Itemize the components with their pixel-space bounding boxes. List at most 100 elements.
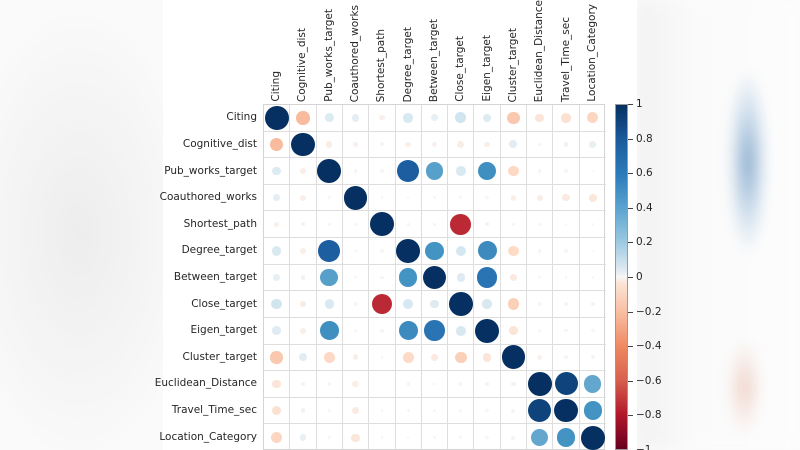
correlation-dot [554,398,578,423]
correlation-dot [299,167,307,175]
column-label-text: Degree_target [401,26,414,102]
heatmap-cell [369,238,396,265]
correlation-dot [538,276,541,279]
colorbar-tick-label: −0.8 [636,409,662,422]
heatmap-cell [264,344,291,372]
correlation-dot [564,329,568,333]
column-label-text: Citing [270,71,283,102]
heatmap-cell [396,424,422,450]
correlation-dot [509,326,518,336]
correlation-dot [425,162,444,180]
heatmap-cell [343,424,370,450]
heatmap-cell [369,158,396,185]
correlation-dot [352,380,359,388]
colorbar-tick-label: 0.4 [636,201,653,214]
column-label-shortest-path: Shortest_path [368,2,394,102]
heatmap-cell [553,211,580,239]
correlation-dot [455,325,466,336]
correlation-dot [433,409,436,412]
heatmap-cell [290,424,317,450]
correlation-dot [485,195,489,200]
correlation-dot [299,353,307,362]
heatmap-cell [474,397,501,425]
heatmap-cell [448,371,475,398]
correlation-dot [455,112,467,124]
heatmap-cell [448,238,475,265]
correlation-dot [353,329,358,333]
correlation-dot [354,223,357,226]
correlation-dot [538,329,542,333]
colorbar-tick-label: 0.2 [636,236,653,249]
background-blur-left [0,0,163,450]
heatmap-cell [264,158,291,185]
correlation-dot [379,115,385,121]
correlation-dot [554,372,578,396]
correlation-dot [459,382,463,386]
colorbar-tick-mark [628,346,633,348]
heatmap-cell [579,185,606,212]
heatmap-cell [501,424,528,450]
heatmap-cell [421,317,449,345]
heatmap-cell [316,291,343,318]
heatmap-cell [369,371,396,398]
heatmap-cell [448,344,475,372]
correlation-dot [354,276,357,279]
heatmap-cell [342,291,370,318]
heatmap-cell [579,318,606,345]
heatmap-cell [264,238,291,265]
heatmap-cell [448,264,475,292]
heatmap-cell [316,184,343,212]
correlation-dot [422,265,447,290]
correlation-dot [482,353,492,362]
heatmap-cell [395,317,422,345]
column-label-text: Eigen_target [480,35,493,102]
heatmap-cell [369,291,396,318]
correlation-dot [354,249,357,253]
heatmap-cell [448,211,475,239]
correlation-dot [430,353,439,362]
heatmap-cell [290,397,317,425]
correlation-dot [380,436,384,439]
heatmap-cell [342,371,370,398]
column-label-cluster-target: Cluster_target [500,2,526,102]
row-label-shortest-path: Shortest_path [183,217,257,230]
heatmap-cell [395,211,422,239]
correlation-dot [588,193,597,202]
heatmap-cell [264,291,291,318]
heatmap-cell [316,317,343,345]
correlation-dot [264,105,289,130]
correlation-dot [398,268,418,287]
heatmap-cell [290,211,317,239]
correlation-dot [459,195,463,200]
heatmap-cell [580,424,606,450]
correlation-dot [432,142,437,147]
correlation-dot [538,302,542,306]
correlation-dot [326,141,333,148]
correlation-dot [455,245,466,256]
heatmap-cell [264,184,291,212]
column-label-text: Euclidean_Distance [533,0,546,102]
heatmap-cell [264,131,291,159]
heatmap-cell [500,291,528,318]
correlation-dot [406,436,410,439]
correlation-dot [433,382,436,386]
column-label-degree-target: Degree_target [395,2,421,102]
correlation-dot [299,434,307,442]
correlation-dot [296,111,310,125]
heatmap-cell [264,105,291,132]
correlation-dot [300,275,306,280]
heatmap-cell [553,184,580,212]
heatmap-cell [579,132,606,159]
correlation-dot [317,159,342,183]
heatmap-cell [342,317,370,345]
row-label-travel-time-sec: Travel_Time_sec [171,404,257,417]
column-label-euclidean-distance: Euclidean_Distance [526,0,552,102]
correlation-dot [535,113,544,123]
heatmap-cell [500,238,528,265]
correlation-dot [324,299,335,309]
row-label-eigen-target: Eigen_target [190,324,257,337]
row-label-euclidean-distance: Euclidean_Distance [154,377,257,390]
colorbar-tick-mark [628,173,633,175]
